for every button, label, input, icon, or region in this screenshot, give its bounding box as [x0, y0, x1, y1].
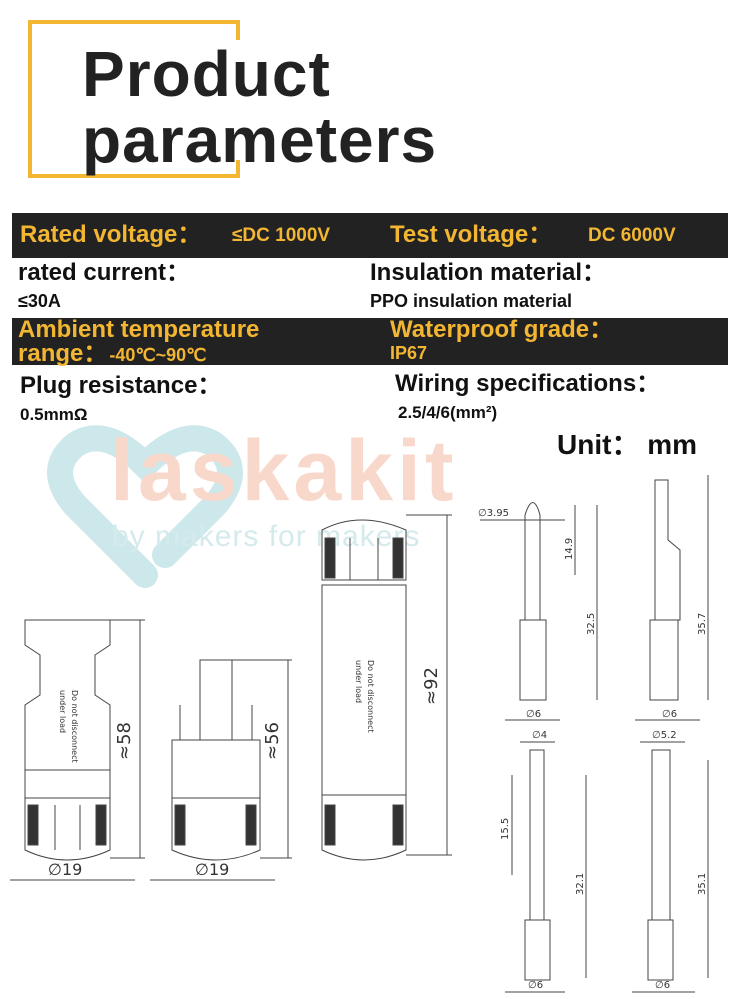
male-front-pin-diameter-top: ∅5.2 — [652, 730, 677, 741]
male-height-label: ≈56 — [262, 722, 283, 760]
unit-label: Unit： mm — [557, 429, 698, 460]
title-frame — [28, 20, 240, 178]
wiring-value: 2.5/4/6(mm²) — [398, 403, 498, 422]
female-pin-diameter-bottom: ∅6 — [526, 709, 541, 720]
ambient-range-row: range： -40℃~90℃ — [18, 340, 207, 367]
female-front-pin-length: 35.7 — [697, 613, 708, 635]
male-diameter-label: ∅19 — [195, 860, 229, 879]
male-pin-diameter-top: ∅4 — [532, 730, 547, 741]
female-pin-slot-length: 14.9 — [564, 538, 575, 560]
plug-resistance-value: 0.5mmΩ — [20, 405, 88, 424]
female-pin-side-drawing: ∅3.95 14.9 32.5 ∅6 — [478, 502, 598, 721]
plug-resistance-label: Plug resistance： — [20, 372, 222, 399]
female-connector-drawing: Do not disconnect under load ≈58 ∅19 — [10, 619, 145, 881]
ambient-label: Ambient temperature — [18, 316, 260, 343]
insulation-label: Insulation material： — [370, 259, 607, 286]
page-title-line1: Product — [82, 38, 331, 110]
male-pin-side-drawing: ∅4 15.5 32.1 ∅6 — [500, 730, 587, 993]
female-pin-length: 32.5 — [586, 613, 597, 635]
insulation-value: PPO insulation material — [370, 291, 573, 311]
male-front-pin-length: 35.1 — [697, 873, 708, 895]
pair-warning-text: Do not disconnect — [366, 660, 375, 733]
female-pin-diameter-top: ∅3.95 — [478, 508, 509, 519]
wiring-label: Wiring specifications： — [395, 370, 661, 397]
ambient-label-2: range： — [18, 340, 108, 367]
female-height-label: ≈58 — [114, 722, 135, 760]
female-front-pin-diameter: ∅6 — [662, 709, 677, 720]
watermark-brand: laskakit — [110, 423, 458, 519]
watermark-tagline: by makers for makers — [112, 520, 421, 553]
waterproof-value: IP67 — [390, 343, 428, 363]
technical-drawings: Do not disconnect under load ≈58 ∅19 ≈56… — [10, 475, 709, 993]
mated-pair-drawing: Do not disconnect under load ≈92 — [321, 514, 452, 861]
female-pin-front-drawing: 35.7 ∅6 — [635, 475, 709, 721]
pair-warning-text-2: under load — [354, 660, 363, 703]
male-pin-diameter-bottom: ∅6 — [528, 980, 543, 991]
spec-bar-temperature — [12, 318, 728, 365]
ambient-value: -40℃~90℃ — [109, 345, 207, 365]
male-pin-front-drawing: ∅5.2 35.1 ∅6 — [632, 730, 709, 993]
spec-bar-voltage — [12, 213, 728, 258]
watermark-heart-logo — [47, 425, 243, 588]
female-warning-text-2: under load — [58, 690, 67, 733]
female-warning-text: Do not disconnect — [70, 690, 79, 763]
rated-current-label: rated current： — [18, 259, 191, 286]
waterproof-label: Waterproof grade： — [390, 316, 614, 343]
male-pin-length: 32.1 — [575, 873, 586, 895]
female-diameter-label: ∅19 — [48, 860, 82, 879]
male-pin-slot-length: 15.5 — [500, 818, 511, 840]
pair-height-label: ≈92 — [421, 667, 442, 705]
test-voltage-label: Test voltage： — [390, 221, 553, 248]
male-connector-drawing: ≈56 ∅19 — [150, 659, 292, 881]
male-front-pin-diameter-bottom: ∅6 — [655, 980, 670, 991]
rated-voltage-value: ≤DC 1000V — [232, 225, 331, 246]
page-title-line2: parameters — [82, 104, 438, 176]
rated-current-value: ≤30A — [18, 291, 61, 311]
rated-voltage-label: Rated voltage： — [20, 221, 202, 248]
test-voltage-value: DC 6000V — [588, 225, 676, 246]
